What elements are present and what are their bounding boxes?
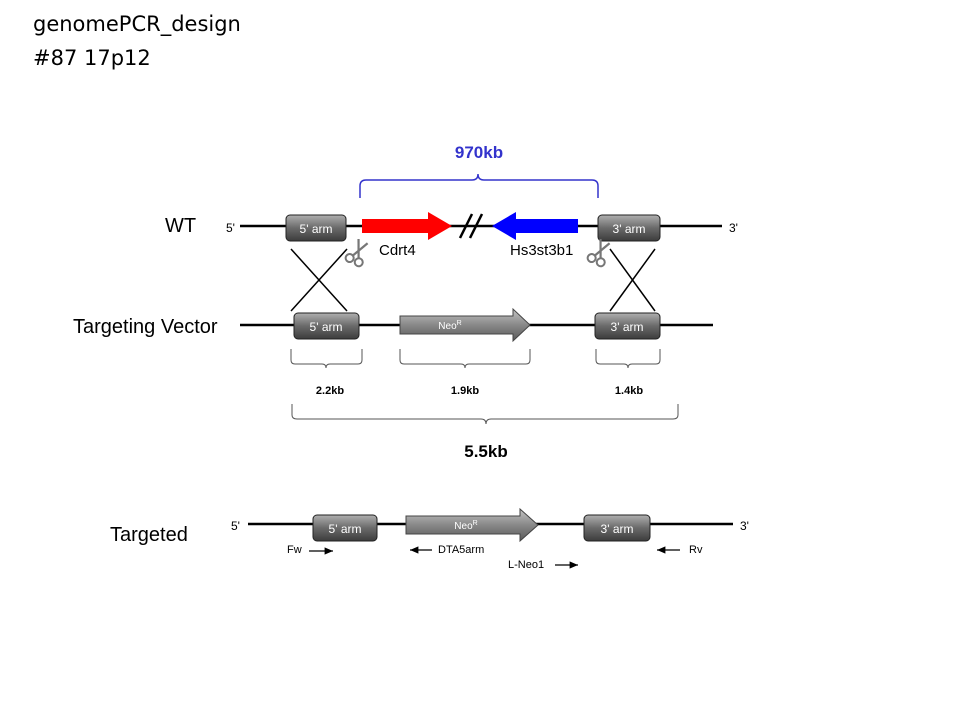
wt-3prime-end: 3': [729, 221, 738, 235]
vector-3arm-label: 3' arm: [611, 320, 644, 334]
targeted-3prime-end: 3': [740, 519, 749, 533]
arm3-size-label: 1.4kb: [615, 385, 643, 397]
targeted-5prime-end: 5': [231, 519, 240, 533]
arm5-size-brace: [290, 349, 363, 369]
wt-5arm-label: 5' arm: [300, 222, 333, 236]
primer-rv-label: Rv: [689, 544, 703, 556]
vector-label: Targeting Vector: [73, 316, 218, 338]
recombination-crossover-right: [609, 248, 656, 312]
arm5-size-label: 2.2kb: [316, 385, 344, 397]
primer-dta-label: DTA5arm: [438, 544, 484, 556]
targeted-label: Targeted: [110, 524, 188, 546]
wt-3arm-label: 3' arm: [613, 222, 646, 236]
span-brace: [359, 173, 599, 198]
hs3st3b1-arrow: [492, 212, 578, 240]
targeted-5arm-label: 5' arm: [329, 522, 362, 536]
vector-row: Targeting Vector 5' arm NeoR 3' arm 2.2k…: [73, 307, 713, 461]
primer-lneo-label: L-Neo1: [508, 559, 544, 571]
cdrt4-arrow: [362, 212, 452, 240]
targeted-3arm-label: 3' arm: [601, 522, 634, 536]
wt-3arm-box: [597, 214, 661, 242]
targeted-row: Targeted 5' 3' 5' arm NeoR 3' arm Fw DTA…: [110, 507, 749, 571]
neo-size-brace: [399, 349, 531, 369]
arm3-size-brace: [595, 349, 661, 369]
vector-5arm-box: [293, 312, 360, 340]
span-label: 970kb: [455, 143, 503, 162]
vector-neo-arrow: [399, 307, 531, 343]
wt-row: WT 5' 3' 970kb 5' arm 3' arm Cdrt4 Hs3st…: [165, 143, 738, 268]
double-slash-break-icon: [458, 213, 484, 239]
targeted-neo-label: NeoR: [454, 520, 477, 532]
total-size-label: 5.5kb: [464, 442, 507, 461]
wt-label: WT: [165, 215, 196, 237]
wt-5arm-box: [285, 214, 347, 242]
recombination-crossover-left: [290, 248, 348, 312]
primer-fw-label: Fw: [287, 544, 302, 556]
targeted-neo-arrow: [405, 507, 539, 543]
scissors-icon: [344, 239, 369, 268]
total-size-brace: [291, 404, 679, 425]
targeted-5arm-box: [312, 514, 378, 542]
slide-title: genomePCR_design: [33, 12, 241, 36]
slide-subtitle: #87 17p12: [33, 46, 151, 70]
cdrt4-label: Cdrt4: [379, 242, 416, 259]
hs3st3b1-label: Hs3st3b1: [510, 242, 573, 259]
targeted-3arm-box: [583, 514, 651, 542]
wt-5prime-end: 5': [226, 221, 235, 235]
neo-size-label: 1.9kb: [451, 385, 479, 397]
vector-5arm-label: 5' arm: [310, 320, 343, 334]
scissors-icon: [586, 239, 611, 268]
vector-neo-label: NeoR: [438, 320, 461, 332]
vector-3arm-box: [594, 312, 661, 340]
